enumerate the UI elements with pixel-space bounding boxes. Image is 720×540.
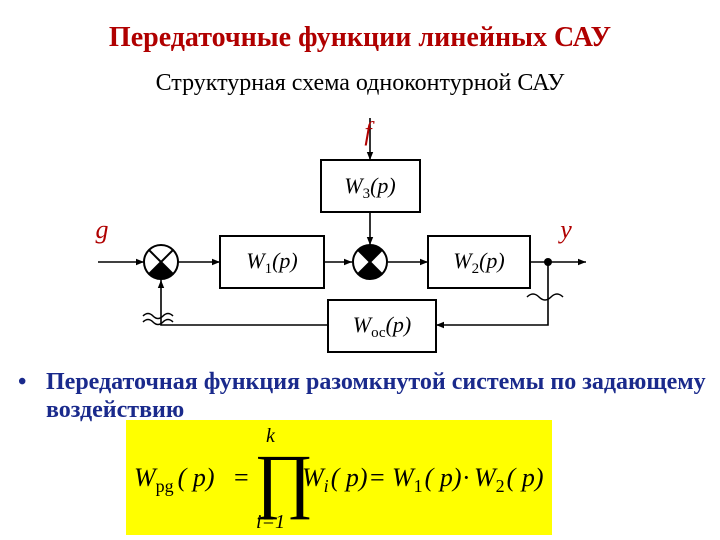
tilde-left-icon-2 [142,318,174,326]
pickoff-point [544,258,552,266]
block-w3: W3(p) [320,159,421,213]
block-woc: Wос(p) [327,299,437,353]
tilde-left-icon [142,312,174,320]
signal-y-label: y [557,215,572,244]
svg-text:Wi( p): Wi( p) [302,463,368,496]
signal-f-label: f [364,117,375,146]
product-symbol: ∏ [254,440,313,520]
summing-junction-2 [352,244,388,280]
signal-g-label: g [96,215,109,244]
equals-sign-2: = [370,463,385,492]
svg-text:W3(p): W3(p) [344,173,395,202]
svg-text:W1( p): W1( p) [392,463,462,496]
tilde-right-icon [526,293,564,301]
svg-text:Wос(p): Wос(p) [353,312,412,341]
lower-limit: i=1 [256,511,285,533]
line-feedback-right [436,262,549,329]
bullet-item: • Передаточная функция разомкнутой систе… [18,368,708,424]
svg-text:Wpg( p): Wpg( p) [134,463,215,496]
equals-sign: = [234,463,249,492]
block-w1: W1(p) [219,235,325,289]
page-subtitle: Структурная схема одноконтурной САУ [155,70,565,96]
svg-text:W1(p): W1(p) [246,248,297,277]
summing-junction-1 [143,244,179,280]
block-w2: W2(p) [427,235,531,289]
svg-text:W2(p): W2(p) [453,248,504,277]
bullet-text: Передаточная функция разомкнутой системы… [46,369,706,423]
bullet-marker: • [18,369,27,395]
line-feedback-left [157,280,328,326]
svg-text:W2( p): W2( p) [474,463,544,496]
transfer-function-formula: Wpg( p) = ∏ k i=1 Wi( p) = W1( p) · W2( … [134,425,544,533]
multiply-dot: · [462,463,471,492]
formula-box: Wpg( p) = ∏ k i=1 Wi( p) = W1( p) · W2( … [126,420,552,535]
page-title: Передаточные функции линейных САУ [108,22,612,53]
signal-lines [98,118,586,329]
tilde-marks [142,293,564,326]
upper-limit: k [266,425,276,447]
